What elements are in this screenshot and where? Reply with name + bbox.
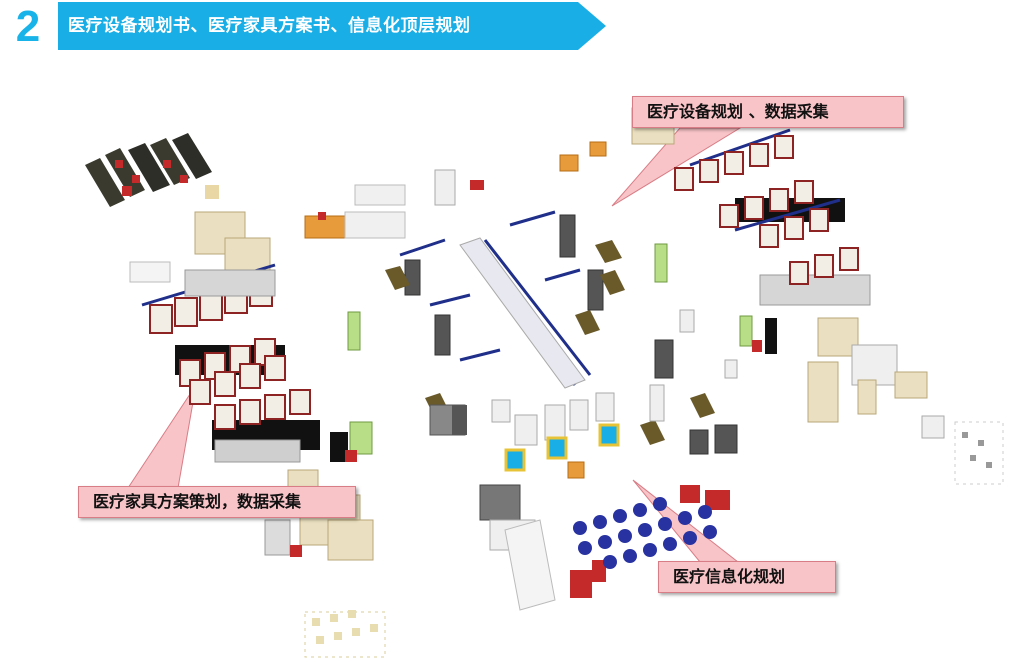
callout-equipment-planning: 医疗设备规划 、数据采集 bbox=[632, 96, 904, 128]
chairs-bottom-left bbox=[304, 610, 386, 658]
callout-furniture-planning: 医疗家具方案策划，数据采集 bbox=[78, 486, 356, 518]
ward-beds-left bbox=[129, 211, 276, 334]
page-title: 医疗设备规划书、医疗家具方案书、信息化顶层规划 bbox=[68, 16, 471, 36]
callout-pointer-furniture bbox=[127, 384, 197, 489]
ward-beds-left-middle bbox=[175, 338, 286, 405]
waiting-seats bbox=[489, 485, 730, 611]
equipment-group-topleft bbox=[85, 133, 219, 207]
cabinets-right bbox=[752, 317, 945, 439]
section-header: 2 医疗设备规划书、医疗家具方案书、信息化顶层规划 bbox=[0, 0, 610, 52]
hospital-layout-illustration bbox=[85, 107, 1004, 658]
ward-beds-left-lower bbox=[212, 389, 373, 499]
central-area bbox=[304, 169, 753, 521]
chairs-bottom-right bbox=[954, 421, 1004, 485]
section-number: 2 bbox=[15, 2, 41, 51]
ward-beds-right bbox=[559, 107, 871, 306]
callout-information-planning: 医疗信息化规划 bbox=[658, 561, 836, 593]
title-banner: 医疗设备规划书、医疗家具方案书、信息化顶层规划 bbox=[58, 2, 606, 50]
